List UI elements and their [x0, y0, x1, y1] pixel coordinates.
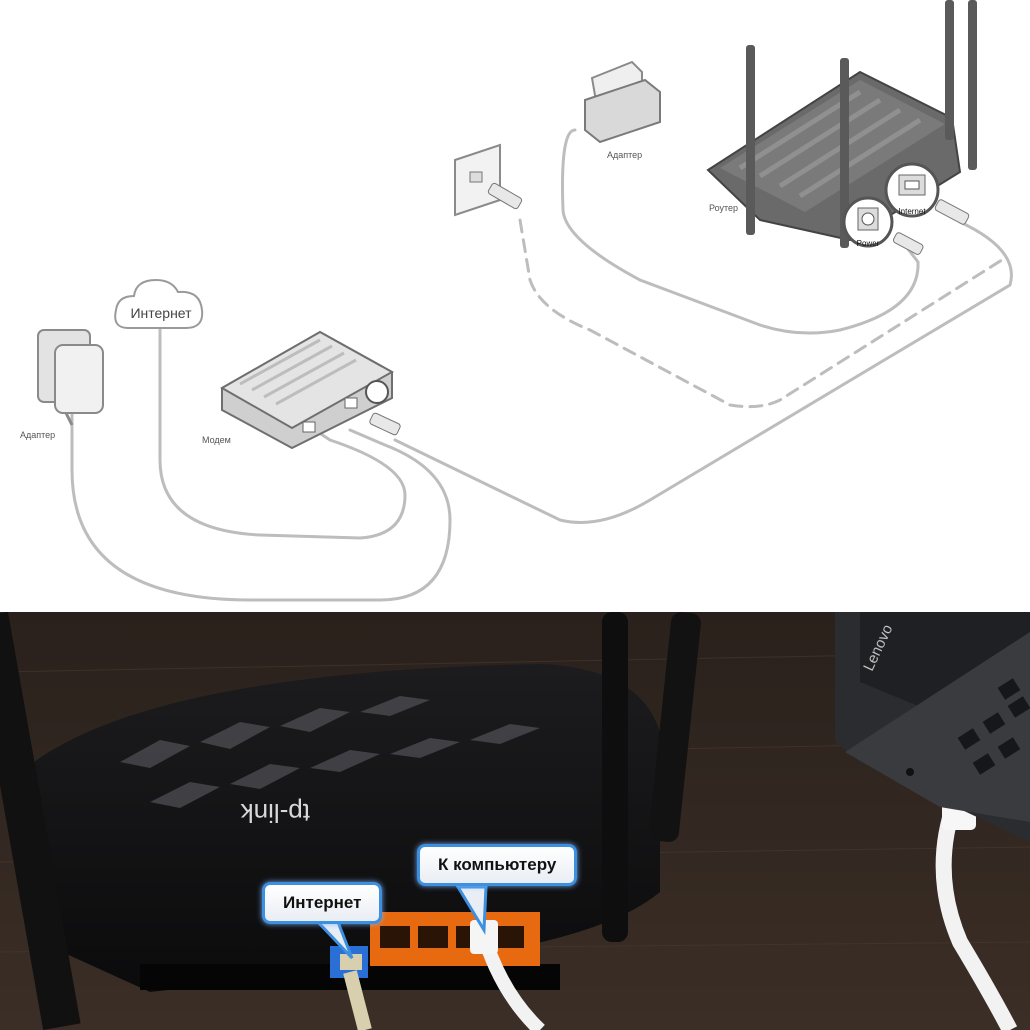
callout-computer: К компьютеру [417, 844, 578, 886]
connection-diagram: Интернет Адаптер Модем Адаптер [20, 0, 1013, 602]
phone-line-dashed-cable [518, 218, 1007, 409]
adapter-right-label: Адаптер [607, 150, 642, 160]
adapter-left [37, 329, 104, 426]
tp-link-logo: tp-link [240, 798, 310, 828]
cloud-label: Интернет [130, 305, 192, 321]
photo-router [10, 664, 660, 992]
photo-scene: tp-link Lenovo [0, 612, 1030, 1030]
modem-router-cable [393, 220, 1013, 524]
modem-power-cable [70, 408, 452, 602]
modem-label: Модем [202, 435, 231, 445]
internet-port-callout: Internet [884, 162, 940, 218]
router-power-cable [561, 128, 920, 335]
internet-cloud: Интернет [114, 278, 204, 329]
internet-line-cable [158, 328, 407, 540]
callout-computer-pointer [455, 885, 488, 935]
port-power-label: Power [857, 239, 880, 248]
callout-internet: Интернет [262, 882, 383, 924]
adapter-right [584, 60, 661, 144]
antenna-1 [0, 612, 81, 1030]
adapter-left-label: Адаптер [20, 430, 55, 440]
router [706, 0, 977, 248]
modem [219, 330, 401, 450]
port-internet-label: Internet [898, 207, 926, 216]
router-photo: tp-link Lenovo [0, 612, 1030, 1030]
antenna-3 [649, 612, 701, 842]
wall-phone-socket [454, 143, 523, 217]
antenna-2 [602, 612, 628, 942]
laptop [835, 612, 1030, 842]
router-label: Роутер [709, 203, 738, 213]
power-port-callout: Power [842, 196, 894, 248]
